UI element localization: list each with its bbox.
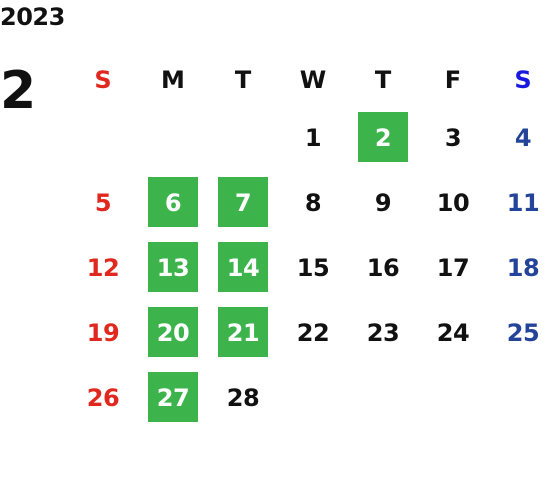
calendar-day-number: 27: [156, 383, 190, 412]
calendar-day-number: 3: [444, 123, 462, 152]
calendar-day-number: 25: [506, 318, 540, 347]
calendar-day[interactable]: 22: [278, 300, 348, 365]
calendar-day-number: 16: [366, 253, 400, 282]
calendar-day-number: 8: [304, 188, 322, 217]
calendar-day[interactable]: 17: [418, 235, 488, 300]
calendar-day[interactable]: 27: [138, 365, 208, 430]
calendar-day-number: 26: [86, 383, 120, 412]
calendar-day[interactable]: 26: [68, 365, 138, 430]
calendar-day[interactable]: 13: [138, 235, 208, 300]
calendar-day-number: 15: [296, 253, 330, 282]
calendar-day-number: 7: [234, 188, 252, 217]
calendar-day[interactable]: 9: [348, 170, 418, 235]
calendar-day[interactable]: 21: [208, 300, 278, 365]
weekday-header-sunday: S: [94, 66, 112, 94]
calendar-day[interactable]: 5: [68, 170, 138, 235]
calendar-day-number: 19: [86, 318, 120, 347]
weekday-header-monday: M: [161, 66, 185, 94]
calendar-day[interactable]: 15: [278, 235, 348, 300]
month-label: 2: [0, 61, 37, 121]
calendar-day-number: 4: [514, 123, 532, 152]
calendar-day[interactable]: 23: [348, 300, 418, 365]
weekday-header-thursday: T: [374, 66, 392, 94]
calendar-day[interactable]: 6: [138, 170, 208, 235]
calendar-day-number: 20: [156, 318, 190, 347]
calendar-day-number: 6: [164, 188, 182, 217]
calendar-day[interactable]: 18: [488, 235, 548, 300]
calendar-day[interactable]: 1: [278, 105, 348, 170]
calendar-day-number: 12: [86, 253, 120, 282]
calendar-day[interactable]: 12: [68, 235, 138, 300]
calendar-day[interactable]: 8: [278, 170, 348, 235]
calendar-day-number: 22: [296, 318, 330, 347]
calendar-day[interactable]: 25: [488, 300, 548, 365]
weekday-header-friday: F: [444, 66, 462, 94]
calendar-day[interactable]: 3: [418, 105, 488, 170]
calendar-day-number: 23: [366, 318, 400, 347]
calendar-day[interactable]: 10: [418, 170, 488, 235]
calendar-day[interactable]: 7: [208, 170, 278, 235]
calendar-day-number: 10: [436, 188, 470, 217]
calendar-day[interactable]: 16: [348, 235, 418, 300]
calendar-day[interactable]: 20: [138, 300, 208, 365]
calendar-day[interactable]: 24: [418, 300, 488, 365]
year-label: 2023: [0, 3, 65, 31]
calendar-day[interactable]: 11: [488, 170, 548, 235]
weekday-header-tuesday: T: [234, 66, 252, 94]
calendar-day[interactable]: 14: [208, 235, 278, 300]
calendar-day-number: 18: [506, 253, 540, 282]
calendar-day-number: 28: [226, 383, 260, 412]
calendar-day-number: 21: [226, 318, 260, 347]
calendar-day-number: 24: [436, 318, 470, 347]
calendar-day-number: 17: [436, 253, 470, 282]
calendar-day-number: 5: [94, 188, 112, 217]
weekday-header-wednesday: W: [299, 66, 327, 94]
calendar-day[interactable]: 4: [488, 105, 548, 170]
calendar-day[interactable]: 2: [348, 105, 418, 170]
calendar-day-number: 1: [304, 123, 322, 152]
calendar-day-number: 14: [226, 253, 260, 282]
weekday-header-saturday: S: [514, 66, 532, 94]
calendar-day-number: 9: [374, 188, 392, 217]
calendar-day[interactable]: 19: [68, 300, 138, 365]
calendar-day-number: 11: [506, 188, 540, 217]
calendar-day-number: 13: [156, 253, 190, 282]
calendar-day-number: 2: [374, 123, 392, 152]
calendar-day[interactable]: 28: [208, 365, 278, 430]
